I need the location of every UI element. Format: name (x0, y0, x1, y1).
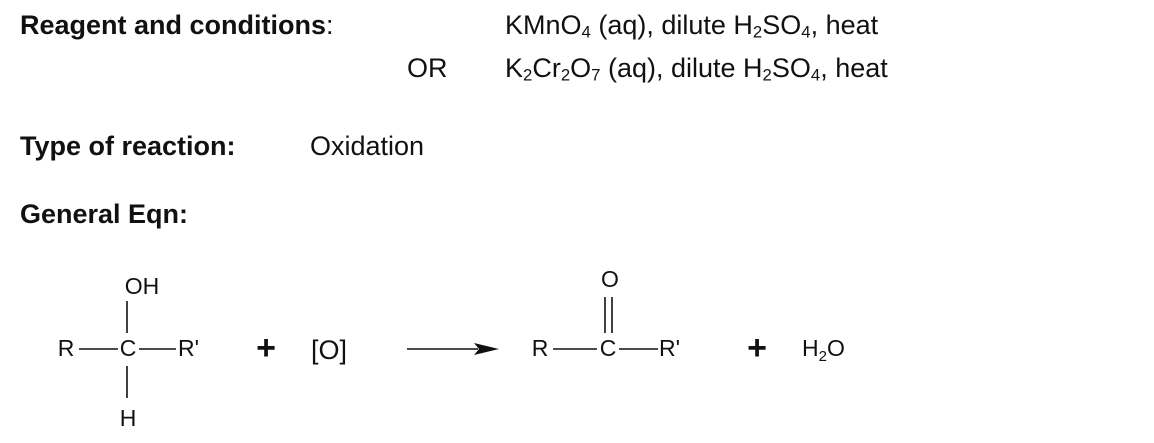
reactant-center-atom: C (120, 335, 137, 361)
formula-subscript: 2 (523, 65, 533, 85)
product-right-group: R' (659, 335, 680, 361)
reagent-colon: : (326, 10, 334, 40)
formula-subscript: 4 (801, 22, 811, 42)
reaction-type-label: Type of reaction: (20, 131, 236, 161)
formula-text: (aq), dilute H (590, 10, 753, 40)
formula-text: O (827, 335, 845, 361)
oxidant: [O] (311, 335, 347, 365)
reactant-left-group: R (58, 335, 75, 361)
formula-subscript: 2 (762, 65, 772, 85)
product-left-group: R (532, 335, 549, 361)
formula-subscript: 4 (810, 65, 821, 85)
reaction-arrow-head (474, 343, 499, 355)
formula-subscript: 2 (752, 22, 763, 42)
general-eqn-label: General Eqn: (20, 199, 189, 229)
reagent-line-1: KMnO4 (aq), dilute H2SO4, heat (505, 10, 878, 41)
reaction-type-value: Oxidation (310, 131, 425, 161)
formula-subscript: 2 (819, 348, 827, 365)
formula-text: H (802, 335, 819, 361)
product-top-atom: O (601, 266, 619, 292)
byproduct-water: H2O (802, 335, 845, 365)
formula-text: , heat (810, 10, 879, 40)
formula-text: SO (762, 10, 802, 40)
reagent-label: Reagent and conditions (20, 10, 327, 40)
formula-text: (aq), dilute H (600, 53, 763, 83)
or-label: OR (407, 53, 448, 83)
plus-sign-1: + (256, 329, 276, 367)
formula-text: KMnO (505, 10, 582, 40)
general-equation: OH R C R' H + [O] O R C R' + H2O (58, 266, 845, 431)
reagent-heading: Reagent and conditions: (20, 10, 334, 41)
formula-text: Cr (532, 53, 561, 83)
reactant-top-group: OH (125, 273, 160, 299)
formula-text: SO (771, 53, 811, 83)
formula-subscript: 7 (591, 65, 601, 85)
plus-sign-2: + (747, 329, 767, 367)
formula-text: , heat (820, 53, 888, 83)
formula-text: O (570, 53, 592, 83)
reactant-bottom-group: H (120, 405, 137, 431)
reactant-right-group: R' (178, 335, 199, 361)
product-center-atom: C (600, 335, 617, 361)
formula-text: K (505, 53, 524, 83)
formula-subscript: 2 (560, 65, 571, 85)
formula-subscript: 4 (581, 22, 591, 42)
reagent-line-2: K2Cr2O7 (aq), dilute H2SO4, heat (505, 53, 888, 84)
